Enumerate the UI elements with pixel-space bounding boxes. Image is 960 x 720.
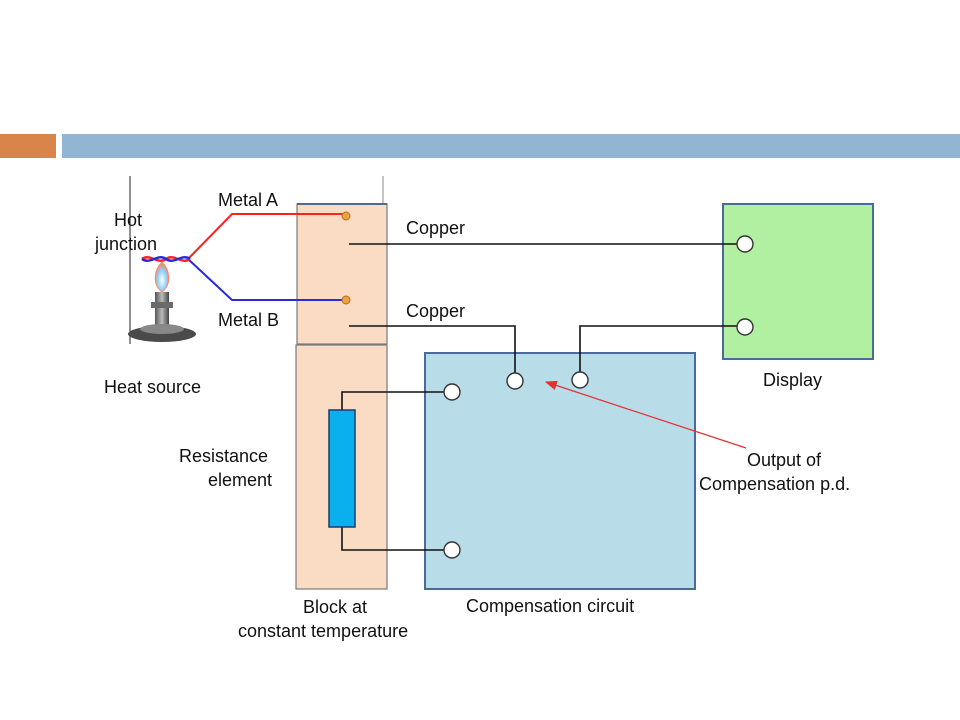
copper-wire-bottom	[349, 325, 516, 380]
title-accent-bar-blue	[62, 134, 960, 158]
output-label-line2: Compensation p.d.	[699, 474, 850, 494]
metal-b-wire	[187, 258, 346, 301]
resistance-label-line1: Resistance	[179, 446, 268, 466]
copper-bottom-label: Copper	[406, 301, 465, 321]
title-accent-bar-orange	[0, 134, 56, 158]
compensation-circuit-box	[424, 352, 696, 590]
display-box	[722, 203, 874, 360]
display-terminal-bottom	[736, 318, 754, 336]
metal-a-terminal	[341, 211, 351, 221]
output-annotation-arrow	[544, 380, 747, 449]
hot-junction-label-line2: junction	[94, 234, 157, 254]
block-label-line1: Block at	[303, 597, 367, 617]
resistor-wire-top	[341, 391, 451, 412]
heat-source-label: Heat source	[104, 377, 201, 397]
hot-junction-label-line1: Hot	[114, 210, 142, 230]
metal-a-wire	[187, 213, 346, 260]
copper-top-label: Copper	[406, 218, 465, 238]
compensation-output-terminal-2	[571, 371, 589, 389]
display-terminal-top	[736, 235, 754, 253]
compensation-input-terminal-bottom	[443, 541, 461, 559]
resistance-element	[328, 409, 356, 528]
compensation-input-terminal-top	[443, 383, 461, 401]
compensation-output-terminal-1	[506, 372, 524, 390]
metal-b-terminal	[341, 295, 351, 305]
resistance-label-line2: element	[208, 470, 272, 490]
resistor-wire-bottom	[341, 526, 451, 551]
bunsen-burner-icon	[128, 261, 196, 342]
output-label-line1: Output of	[747, 450, 822, 470]
display-to-compensation-wire	[579, 325, 744, 380]
hot-junction	[141, 256, 191, 262]
display-label: Display	[763, 370, 822, 390]
metal-a-label: Metal A	[218, 190, 278, 210]
compensation-circuit-label: Compensation circuit	[466, 596, 634, 616]
block-label-line2: constant temperature	[238, 621, 408, 641]
metal-b-label: Metal B	[218, 310, 279, 330]
terminals	[443, 235, 754, 559]
